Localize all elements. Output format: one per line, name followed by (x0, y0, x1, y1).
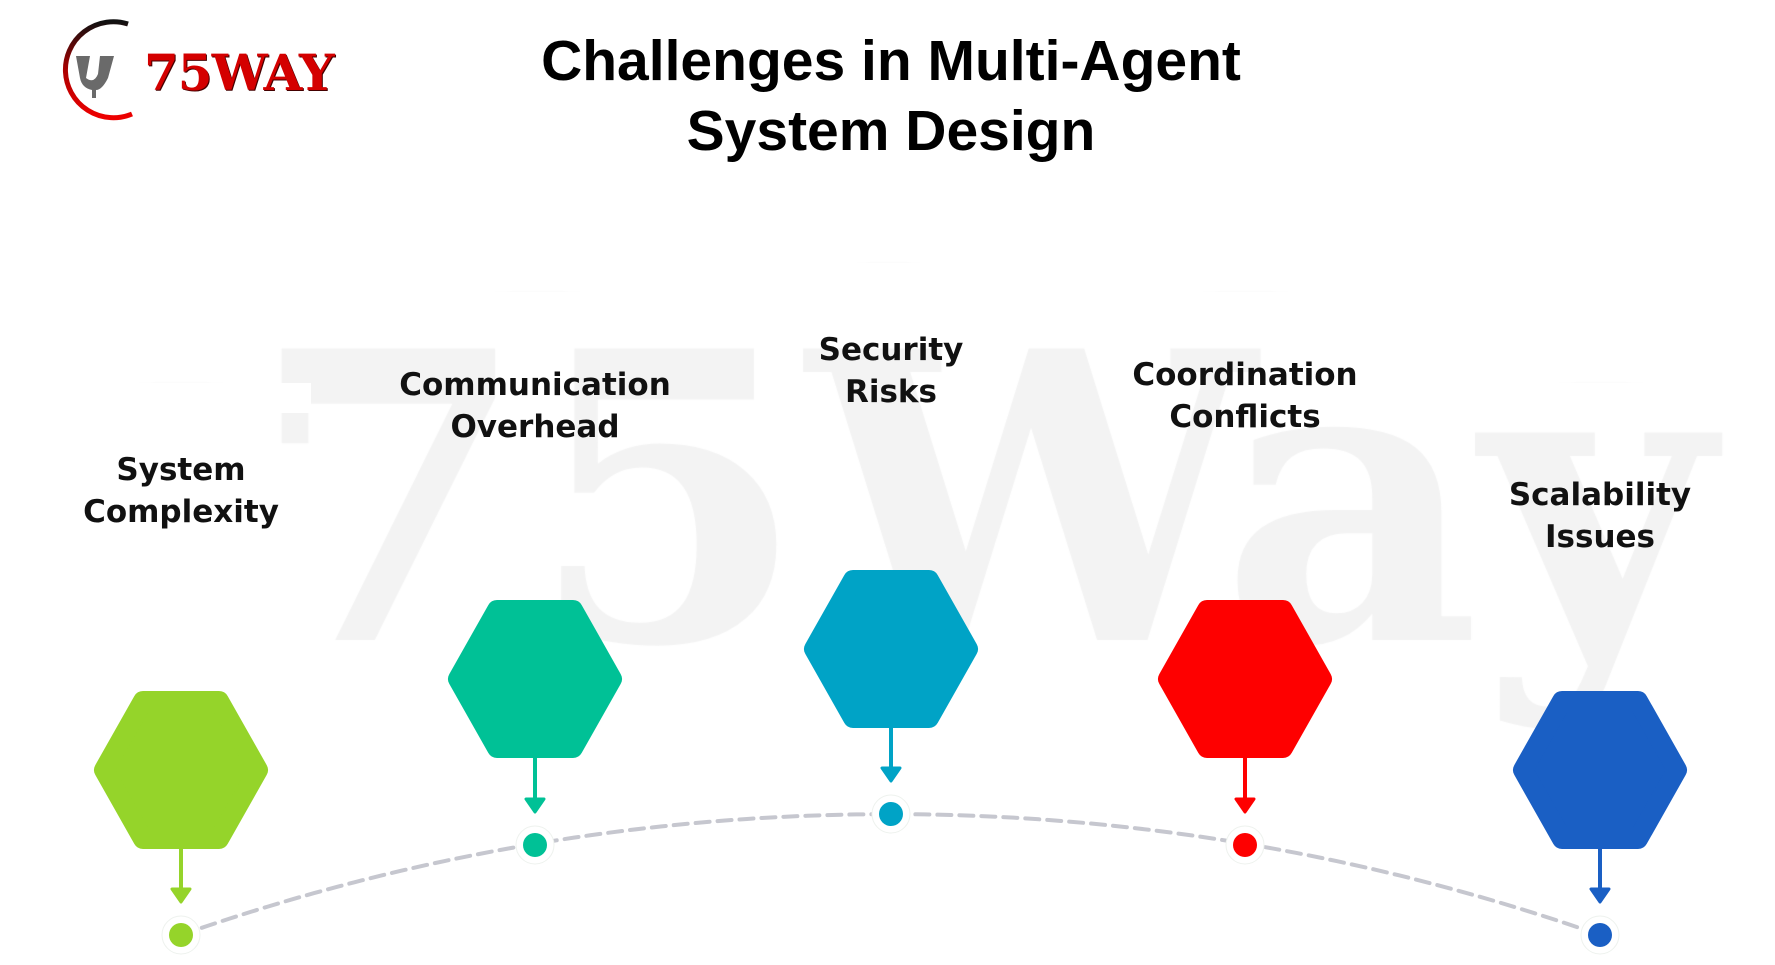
logo-ring-icon (62, 19, 133, 121)
step-label-line: Security (818, 332, 964, 368)
step-label-line: Coordination (1132, 357, 1358, 393)
shelf-mask (1115, 292, 1376, 322)
hexagon-1 (448, 600, 622, 758)
timeline-dot (169, 923, 193, 947)
step-label-line: System (116, 452, 246, 488)
arrow-down-icon (880, 766, 902, 783)
page-title: Challenges in Multi-Agent System Design (391, 26, 1391, 166)
timeline-dot (1588, 923, 1612, 947)
arrow-down-icon (524, 797, 546, 814)
timeline-dot (879, 802, 903, 826)
dashed-connector (179, 812, 1602, 937)
logo-text: 75WAY (144, 43, 335, 102)
shelf-mask (51, 383, 311, 413)
title-line-2: System Design (686, 99, 1096, 163)
hexagon-4 (1513, 691, 1687, 849)
step-label-line: Overhead (450, 409, 620, 445)
logo-symbol-icon (76, 56, 114, 98)
title-line-1: Challenges in Multi-Agent (541, 29, 1241, 93)
arrow-down-icon (170, 887, 192, 904)
shelf-mask (1472, 383, 1730, 413)
step-label-line: Issues (1545, 519, 1655, 555)
shelf-mask (792, 263, 985, 293)
step-label-line: Scalability (1508, 477, 1692, 513)
step-label-line: Risks (844, 374, 938, 410)
step-label-line: Complexity (83, 494, 279, 530)
hexagon-0 (94, 691, 268, 849)
step-label-line: Conflicts (1169, 399, 1321, 435)
arrow-down-icon (1589, 887, 1611, 904)
hexagon-3 (1158, 600, 1332, 758)
step-label-line: Communication (399, 367, 671, 403)
timeline-dot (523, 833, 547, 857)
logo: 75WAY (48, 18, 348, 122)
shelf-mask (407, 292, 668, 322)
arrow-down-icon (1234, 797, 1256, 814)
hexagon-2 (804, 570, 978, 728)
timeline-dot (1233, 833, 1257, 857)
